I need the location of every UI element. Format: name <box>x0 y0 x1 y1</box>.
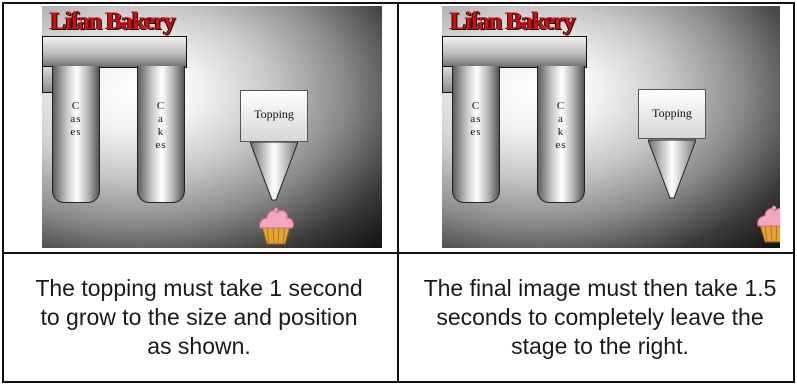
table-divider-vertical <box>397 2 399 383</box>
piping-nozzle-icon <box>648 139 696 201</box>
cases-tube: Cases <box>52 66 100 203</box>
topping-label: Topping <box>639 106 705 121</box>
cupcake-icon <box>256 205 296 245</box>
bakery-logo: Lifan Bakery <box>450 8 574 36</box>
dispenser-top-bar <box>442 36 587 68</box>
piping-nozzle-icon <box>250 142 298 202</box>
cakes-tube-label: Cakes <box>555 100 567 152</box>
stage-frame-1: Lifan Bakery Cases Cakes Topping <box>42 6 382 248</box>
cases-tube-label: Cases <box>70 100 82 139</box>
topping-dispenser: Topping <box>240 90 308 142</box>
table-border-left <box>2 2 4 383</box>
cupcake-icon <box>754 203 780 243</box>
table-border-right <box>793 2 795 383</box>
stage-frame-2: Lifan Bakery Cases Cakes Topping <box>442 6 780 248</box>
cases-tube-label: Cases <box>470 100 482 139</box>
cakes-tube-label: Cakes <box>155 100 167 152</box>
cakes-tube: Cakes <box>537 66 585 203</box>
table-divider-horizontal <box>2 252 795 254</box>
caption-frame-1: The topping must take 1 second to grow t… <box>34 258 364 376</box>
cases-tube: Cases <box>452 66 500 203</box>
topping-label: Topping <box>241 107 307 122</box>
topping-dispenser: Topping <box>638 89 706 139</box>
cakes-tube: Cakes <box>137 66 185 203</box>
caption-frame-2: The final image must then take 1.5 secon… <box>420 258 780 376</box>
dispenser-top-bar <box>42 36 187 68</box>
bakery-logo: Lifan Bakery <box>50 8 174 36</box>
